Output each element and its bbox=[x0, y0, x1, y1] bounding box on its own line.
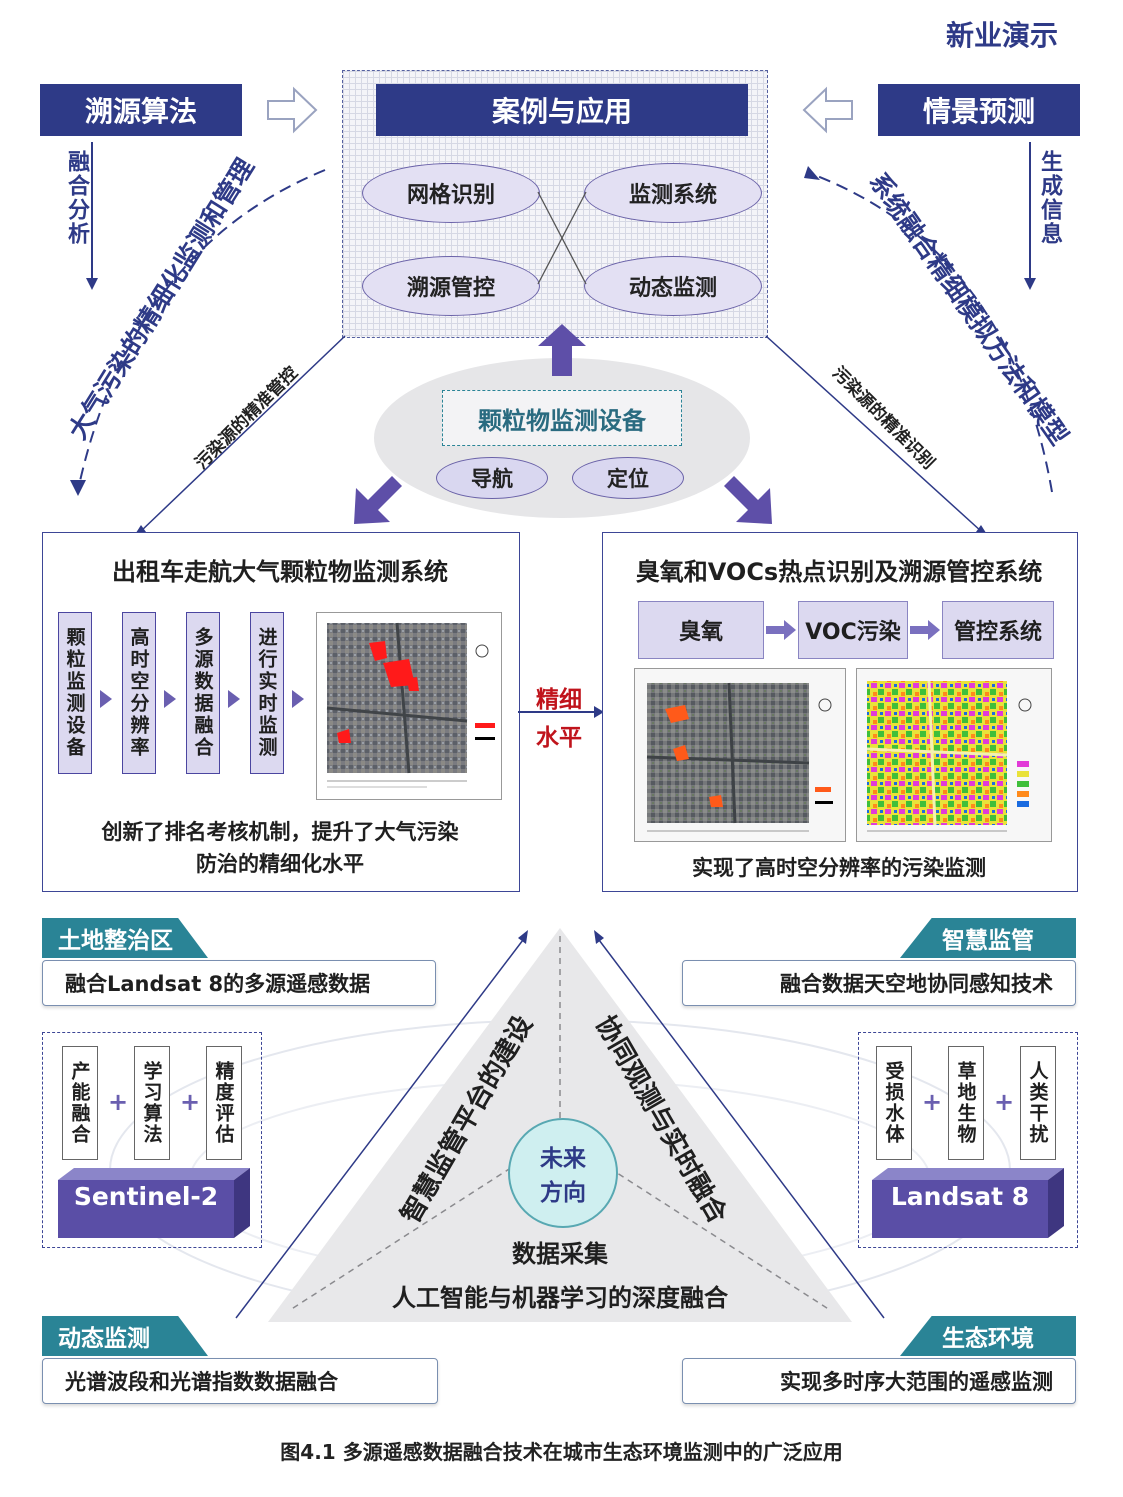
right-panel-title: 臭氧和VOCs热点识别及溯源管控系统 bbox=[635, 558, 1043, 586]
left-step-arrow-2 bbox=[164, 690, 176, 708]
middle-label-1: 精细 bbox=[536, 687, 582, 713]
tl-plus-2: + bbox=[180, 1088, 201, 1116]
future-circle-line2: 方向 bbox=[540, 1180, 586, 1206]
device-title: 颗粒物监测设备 bbox=[442, 390, 682, 446]
left-step-3: 多源数据融合 bbox=[186, 612, 220, 774]
ellipse-source-control: 溯源管控 bbox=[362, 256, 540, 316]
left-panel-caption-2: 防治的精细化水平 bbox=[196, 852, 364, 876]
corner-label: 新业演示 bbox=[946, 19, 1059, 52]
tl-item-1: 产能融合 bbox=[62, 1046, 98, 1160]
right-vertical-label: 生成信息 bbox=[1037, 150, 1062, 246]
right-title-box: 情景预测 bbox=[878, 84, 1080, 136]
sentinel-block-label: Sentinel-2 bbox=[73, 1182, 219, 1211]
tr-item-2: 草地生物 bbox=[948, 1046, 984, 1160]
ellipse-monitor-system: 监测系统 bbox=[584, 163, 762, 223]
middle-label-2: 水平 bbox=[536, 725, 582, 751]
tl-plus-1: + bbox=[108, 1088, 129, 1116]
landsat-block-label: Landsat 8 bbox=[890, 1182, 1030, 1211]
center-title-box: 案例与应用 bbox=[376, 84, 748, 136]
triangle-line-1: 数据采集 bbox=[512, 1240, 608, 1268]
up-arrow bbox=[538, 324, 586, 376]
tr-plus-2: + bbox=[994, 1088, 1015, 1116]
left-hollow-arrow bbox=[267, 86, 318, 134]
right-hollow-arrow bbox=[802, 86, 853, 134]
tab-smart-supervision: 智慧监管 bbox=[900, 918, 1076, 958]
tag-navigation: 导航 bbox=[436, 457, 548, 499]
tr-dash-frame bbox=[858, 1032, 1078, 1248]
triangle-line-2: 人工智能与机器学习的深度融合 bbox=[392, 1284, 728, 1312]
landsat-block-3d bbox=[872, 1168, 1064, 1238]
side-arcs bbox=[70, 166, 1053, 536]
info-ecological-environment: 实现多时序大范围的遥感监测 bbox=[682, 1358, 1076, 1404]
left-step-1: 颗粒监测设备 bbox=[58, 612, 92, 774]
info-land-consolidation: 融合Landsat 8的多源遥感数据 bbox=[42, 960, 436, 1006]
info-dynamic-monitoring: 光谱波段和光谱指数数据融合 bbox=[42, 1358, 438, 1404]
left-step-arrow-4 bbox=[292, 690, 304, 708]
flow-control: 管控系统 bbox=[942, 601, 1054, 659]
right-satellite-map-1 bbox=[634, 668, 846, 842]
tab-dynamic-monitoring: 动态监测 bbox=[42, 1316, 208, 1356]
left-vertical-label: 融合分析 bbox=[64, 150, 89, 246]
left-step-arrow-1 bbox=[100, 690, 112, 708]
right-panel-caption: 实现了高时空分辨率的污染监测 bbox=[692, 856, 986, 880]
left-vertical-arrow bbox=[86, 142, 98, 290]
left-panel-title: 出租车走航大气颗粒物监测系统 bbox=[112, 558, 448, 586]
tab-land-consolidation: 土地整治区 bbox=[42, 918, 208, 958]
flow-voc: VOC污染 bbox=[798, 601, 908, 659]
ellipse-grid-id: 网格识别 bbox=[362, 163, 540, 223]
left-step-arrow-3 bbox=[228, 690, 240, 708]
future-circle-line1: 未来 bbox=[540, 1146, 586, 1172]
sentinel-block-3d bbox=[58, 1168, 250, 1238]
left-step-4: 进行实时监测 bbox=[250, 612, 284, 774]
right-classification-map bbox=[856, 668, 1052, 842]
left-step-2: 高时空分辨率 bbox=[122, 612, 156, 774]
ellipse-dynamic-monitor: 动态监测 bbox=[584, 256, 762, 316]
future-direction-circle: 未来 方向 bbox=[508, 1118, 618, 1228]
tl-item-3: 精度评估 bbox=[206, 1046, 242, 1160]
tl-item-2: 学习算法 bbox=[134, 1046, 170, 1160]
ellipse-cross-lines bbox=[537, 191, 587, 285]
flow-arrow-1 bbox=[766, 620, 796, 640]
figure-caption: 图4.1 多源遥感数据融合技术在城市生态环境监测中的广泛应用 bbox=[280, 1440, 843, 1464]
down-right-arrow bbox=[724, 476, 772, 524]
flow-arrow-2 bbox=[910, 620, 940, 640]
tl-dash-frame bbox=[42, 1032, 262, 1248]
tag-positioning: 定位 bbox=[572, 457, 684, 499]
tr-item-1: 受损水体 bbox=[876, 1046, 912, 1160]
down-left-arrow bbox=[354, 476, 402, 524]
tr-plus-1: + bbox=[922, 1088, 943, 1116]
tr-item-3: 人类干扰 bbox=[1020, 1046, 1056, 1160]
left-satellite-map bbox=[316, 612, 502, 800]
flow-ozone: 臭氧 bbox=[638, 601, 764, 659]
info-smart-supervision: 融合数据天空地协同感知技术 bbox=[682, 960, 1076, 1006]
left-panel-caption-1: 创新了排名考核机制，提升了大气污染 bbox=[101, 820, 459, 844]
left-title-box: 溯源算法 bbox=[40, 84, 242, 136]
tab-ecological-environment: 生态环境 bbox=[900, 1316, 1076, 1356]
middle-connector-arrow bbox=[518, 706, 604, 718]
right-vertical-arrow bbox=[1024, 142, 1036, 290]
